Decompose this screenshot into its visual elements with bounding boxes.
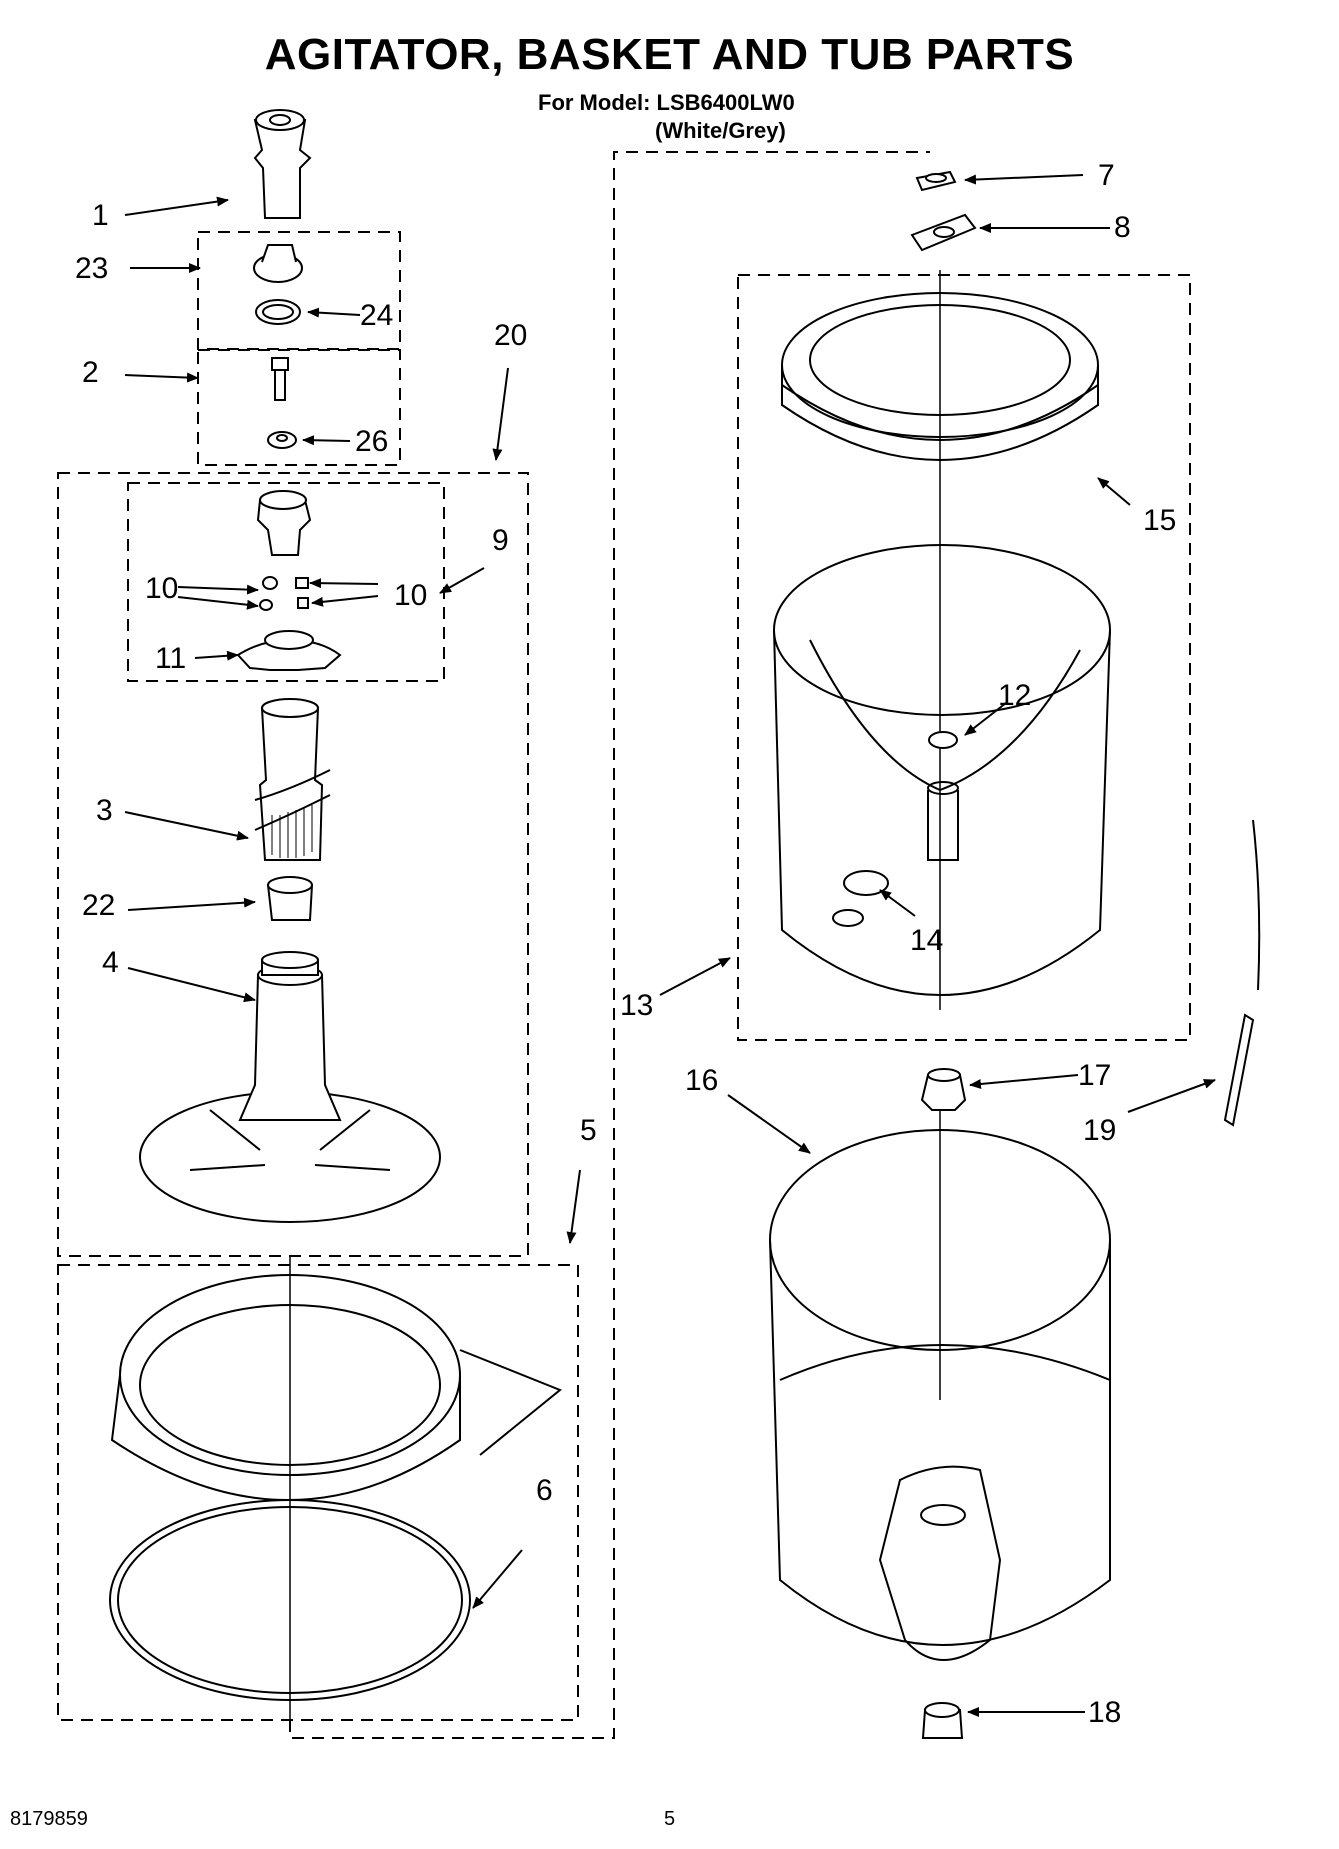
callout-15: 15 <box>1143 504 1176 537</box>
part-10-dogs <box>259 576 309 611</box>
connector-line <box>289 151 930 1739</box>
callout-9: 9 <box>492 524 509 557</box>
doc-number: 8179859 <box>10 1808 88 1830</box>
part-23 <box>253 244 303 283</box>
callout-16: 16 <box>685 1064 718 1097</box>
box-13 <box>737 274 1191 1041</box>
part-15-balance-ring <box>781 292 1099 461</box>
box-5 <box>57 1264 579 1721</box>
part-7-nut <box>915 170 957 192</box>
color-line: (White/Grey) <box>655 118 786 143</box>
part-6-tub-ring <box>109 1274 562 1701</box>
box-9 <box>127 482 445 682</box>
part-11-cam <box>236 630 342 671</box>
model-line: For Model: LSB6400LW0 <box>538 90 795 115</box>
callout-2: 2 <box>82 356 99 389</box>
callout-8: 8 <box>1114 211 1131 244</box>
callout-14: 14 <box>910 924 943 957</box>
page-title: AGITATOR, BASKET AND TUB PARTS <box>264 30 1075 79</box>
part-12-nut <box>928 731 958 749</box>
callout-7: 7 <box>1098 159 1115 192</box>
part-3-auger <box>254 698 331 861</box>
part-8-clip <box>910 213 977 252</box>
part-19-hose <box>1223 819 1261 1127</box>
callout-23: 23 <box>75 252 108 285</box>
part-26-washer <box>267 431 297 449</box>
part-18-plug <box>921 1702 964 1739</box>
part-24-ring <box>255 299 301 325</box>
callout-10-right: 10 <box>394 579 427 612</box>
part-1-cap <box>253 109 312 219</box>
callout-20: 20 <box>494 319 527 352</box>
callout-1: 1 <box>92 199 109 232</box>
box-2-26 <box>197 349 401 466</box>
callout-5: 5 <box>580 1114 597 1147</box>
callout-19: 19 <box>1083 1114 1116 1147</box>
part-9-dog-assembly <box>256 490 312 556</box>
part-4-agitator-base <box>139 951 441 1223</box>
callout-17: 17 <box>1078 1059 1111 1092</box>
callout-12: 12 <box>998 679 1031 712</box>
part-22-bearing <box>266 876 314 921</box>
callout-4: 4 <box>102 946 119 979</box>
callout-13: 13 <box>620 989 653 1022</box>
part-17-seal <box>920 1068 967 1111</box>
callout-24: 24 <box>360 299 393 332</box>
callout-26: 26 <box>355 425 388 458</box>
callout-6: 6 <box>536 1474 553 1507</box>
part-13-basket <box>773 544 1111 996</box>
callout-18: 18 <box>1088 1696 1121 1729</box>
callout-10-left: 10 <box>145 572 178 605</box>
box-20 <box>57 472 529 1257</box>
part-2-bolt <box>271 357 289 401</box>
part-16-outer-tub <box>769 1129 1111 1661</box>
page-number: 5 <box>664 1808 676 1830</box>
callout-3: 3 <box>96 794 113 827</box>
callout-11: 11 <box>155 642 186 675</box>
callout-22: 22 <box>82 889 115 922</box>
